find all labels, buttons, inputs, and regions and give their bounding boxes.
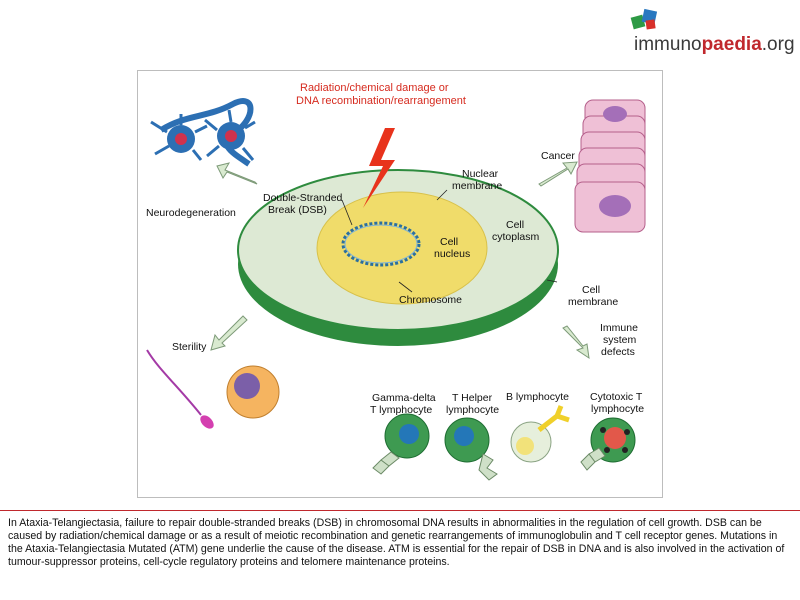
- immune-label-line2: system: [603, 334, 637, 346]
- cell-cytoplasm-label-line1: Cell: [506, 219, 525, 231]
- cell-membrane-label-line1: Cell: [582, 284, 601, 296]
- cell: [237, 169, 559, 346]
- caption-divider: [0, 510, 800, 511]
- cancer-label: Cancer: [541, 150, 575, 162]
- dsb-label-line2: Break (DSB): [268, 204, 327, 216]
- figure-caption: In Ataxia-Telangiectasia, failure to rep…: [8, 517, 785, 568]
- ataxia-telangiectasia-diagram: [146, 98, 646, 481]
- arrow-neurodegeneration-icon: [216, 162, 258, 185]
- gamma-delta-t-lymphocyte-icon: [372, 413, 430, 475]
- gamma-delta-label-line2: T lymphocyte: [370, 404, 433, 416]
- lightning-bolt-icon: [363, 128, 395, 208]
- t-helper-label-line2: lymphocyte: [446, 404, 500, 416]
- dsb-label-line1: Double-Stranded: [263, 192, 343, 204]
- t-helper-lymphocyte-icon: [444, 417, 498, 481]
- logo-suffix: .org: [761, 34, 795, 55]
- arrow-sterility-icon: [210, 315, 248, 351]
- damage-label-line2: DNA recombination/rearrangement: [296, 95, 466, 107]
- chromosome-label: Chromosome: [399, 294, 463, 306]
- nuclear-membrane-label-line1: Nuclear: [462, 168, 499, 180]
- logo-wordmark: immunopaedia.org: [634, 34, 795, 56]
- outcome-arrows: [210, 161, 590, 360]
- damage-label-line1: Radiation/chemical damage or: [300, 82, 449, 94]
- t-helper-label-line1: T Helper: [452, 392, 493, 404]
- chromosome-strand: [344, 224, 418, 264]
- label-pointers: [341, 189, 558, 293]
- gamma-delta-label-line1: Gamma-delta: [372, 392, 436, 404]
- cytotoxic-t-label-line1: Cytotoxic T: [590, 391, 643, 403]
- cell-nucleus-label-line1: Cell: [440, 236, 459, 248]
- immunopaedia-logo: [630, 8, 658, 30]
- cancer-cells-icon: [574, 99, 646, 233]
- logo-prefix: immuno: [634, 34, 702, 55]
- arrow-immune-icon: [562, 325, 590, 360]
- arrow-cancer-icon: [538, 161, 578, 187]
- cytotoxic-t-lymphocyte-icon: [580, 417, 636, 471]
- chromosome-shape: [341, 221, 421, 267]
- logo-cubes-icon: [630, 8, 658, 30]
- cell-cytoplasm-label-line2: cytoplasm: [492, 231, 540, 243]
- sterility-label: Sterility: [172, 341, 207, 353]
- figure-frame: [137, 70, 663, 498]
- immune-label-line1: Immune: [600, 322, 638, 334]
- neurons-icon: [150, 98, 256, 167]
- b-lymphocyte-icon: [510, 405, 570, 463]
- sperm-cell-icon: [146, 349, 214, 429]
- neurodegeneration-label: Neurodegeneration: [146, 207, 236, 219]
- logo-brand: paedia: [701, 34, 762, 55]
- egg-cell-icon: [226, 365, 280, 419]
- cell-nucleus-label-line2: nucleus: [434, 248, 471, 260]
- immune-label-line3: defects: [601, 346, 635, 358]
- b-lymphocyte-label: B lymphocyte: [506, 391, 570, 403]
- cell-nucleus-shape: [316, 191, 488, 305]
- cytotoxic-t-label-line2: lymphocyte: [591, 403, 645, 415]
- cell-membrane-label-line2: membrane: [568, 296, 619, 308]
- nuclear-membrane-label-line2: membrane: [452, 180, 503, 192]
